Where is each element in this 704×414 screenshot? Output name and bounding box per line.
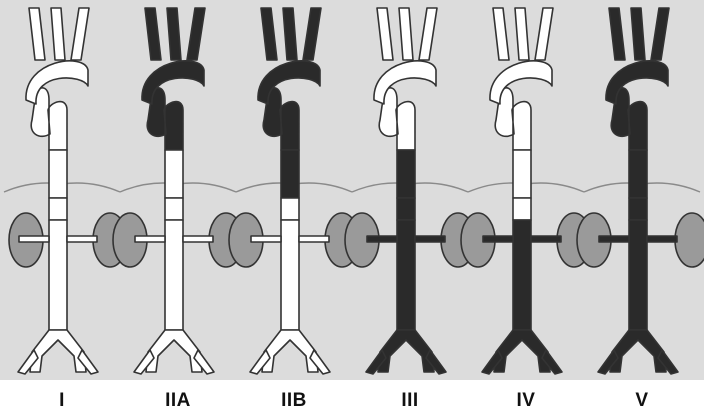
abdominal-aorta xyxy=(165,220,183,330)
descending-aorta-upper xyxy=(281,150,299,198)
renal-artery-left xyxy=(19,236,49,242)
abdominal-aorta xyxy=(281,220,299,330)
abdominal-aorta xyxy=(513,220,531,330)
descending-aorta-upper xyxy=(397,150,415,198)
renal-artery-right xyxy=(647,236,677,242)
renal-artery-right xyxy=(531,236,561,242)
abdominal-aorta xyxy=(397,220,415,330)
abdominal-aorta xyxy=(629,220,647,330)
descending-aorta-lower xyxy=(397,198,415,220)
descending-aorta-lower xyxy=(513,198,531,220)
renal-artery-left xyxy=(135,236,165,242)
renal-artery-left xyxy=(251,236,281,242)
descending-aorta-upper xyxy=(165,150,183,198)
renal-artery-right xyxy=(183,236,213,242)
descending-aorta-lower xyxy=(629,198,647,220)
descending-aorta-upper xyxy=(513,150,531,198)
type-label-iii: III xyxy=(380,390,440,412)
descending-aorta-lower xyxy=(49,198,67,220)
type-label-iv: IV xyxy=(496,390,556,412)
type-label-iib: IIB xyxy=(264,390,324,412)
type-label-i: I xyxy=(32,390,92,412)
renal-artery-left xyxy=(599,236,629,242)
renal-artery-left xyxy=(483,236,513,242)
kidney xyxy=(675,213,704,267)
renal-artery-right xyxy=(415,236,445,242)
renal-artery-right xyxy=(67,236,97,242)
type-label-iia: IIA xyxy=(148,390,208,412)
abdominal-aorta xyxy=(49,220,67,330)
diagram-background xyxy=(0,0,704,380)
descending-aorta-upper xyxy=(629,150,647,198)
descending-aorta-lower xyxy=(281,198,299,220)
descending-aorta-lower xyxy=(165,198,183,220)
type-label-v: V xyxy=(612,390,672,412)
renal-artery-right xyxy=(299,236,329,242)
descending-aorta-upper xyxy=(49,150,67,198)
renal-artery-left xyxy=(367,236,397,242)
